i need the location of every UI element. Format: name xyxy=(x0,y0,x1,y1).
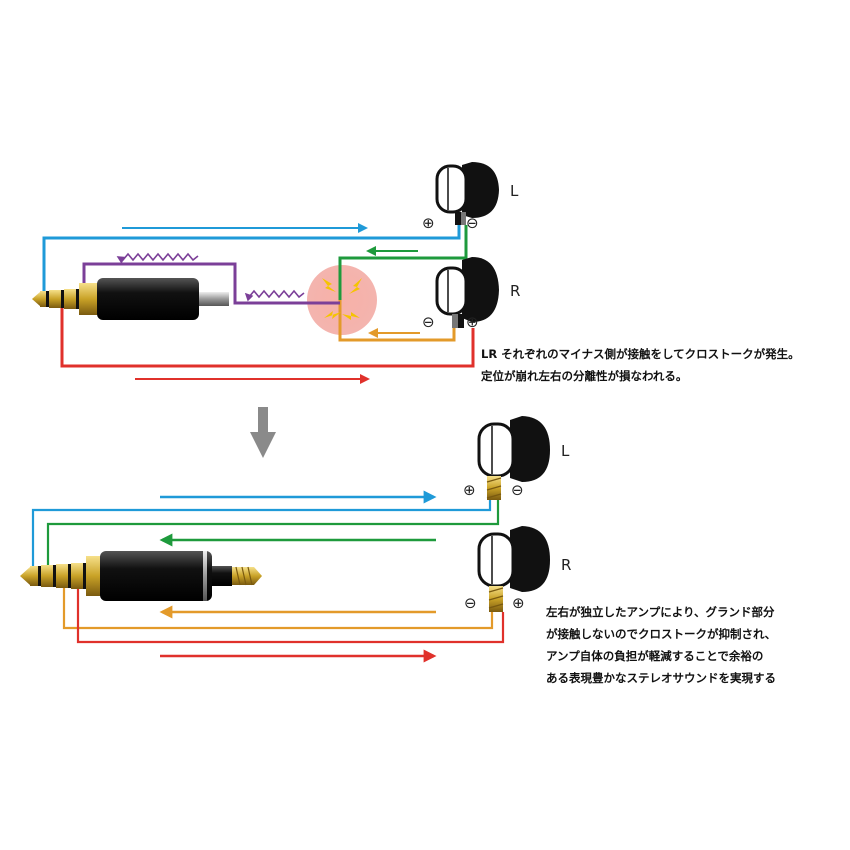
bottom-orange-wire xyxy=(62,586,494,630)
bottom-right-minus-symbol: ⊖ xyxy=(464,594,477,612)
bottom-right-plus-symbol: ⊕ xyxy=(512,594,525,612)
earphone-right-icon xyxy=(435,257,499,328)
crosstalk-glow xyxy=(307,265,377,335)
bottom-blue-wire xyxy=(31,500,492,566)
plug-balanced-icon xyxy=(20,551,262,601)
top-left-plus-symbol: ⊕ xyxy=(422,214,435,232)
top-noise-arrow-lower xyxy=(244,289,305,302)
top-noise-arrow-upper xyxy=(116,252,199,264)
plug-3-5mm-icon xyxy=(32,278,229,320)
top-right-minus-symbol: ⊖ xyxy=(422,313,435,331)
top-diagram: L ⊕ ⊖ R ⊖ ⊕ xyxy=(32,162,520,384)
bottom-caption-line-2: が接触しないのでクロストークが抑制され、 xyxy=(546,627,777,641)
bottom-left-minus-symbol: ⊖ xyxy=(511,481,524,499)
bottom-diagram: L ⊕ ⊖ R ⊖ ⊕ xyxy=(20,416,571,663)
bottom-caption: 左右が独立したアンプにより、グランド部分 が接触しないのでクロストークが抑制され… xyxy=(546,601,776,689)
earphone-left-icon xyxy=(435,162,499,225)
top-caption: LR それぞれのマイナス側が接触をしてクロストークが発生。 定位が崩れ左右の分離… xyxy=(481,343,800,387)
bottom-caption-line-3: アンプ自体の負担が軽減することで余裕の xyxy=(546,649,764,663)
top-left-minus-symbol: ⊖ xyxy=(466,214,479,232)
earphone-left-icon xyxy=(477,416,550,500)
spark-icon xyxy=(322,278,362,320)
top-red-wire xyxy=(60,308,475,368)
top-caption-line-2: 定位が崩れ左右の分離性が損なわれる。 xyxy=(481,369,688,383)
top-purple-wire xyxy=(82,262,340,305)
bottom-left-plus-symbol: ⊕ xyxy=(463,481,476,499)
top-blue-wire xyxy=(42,225,461,300)
earphone-right-icon xyxy=(477,526,550,612)
down-arrow-icon xyxy=(250,407,276,458)
bottom-left-label: L xyxy=(561,442,570,460)
bottom-caption-line-4: ある表現豊かなステレオサウンドを実現する xyxy=(546,671,776,685)
top-right-label: R xyxy=(510,282,520,300)
bottom-caption-line-1: 左右が独立したアンプにより、グランド部分 xyxy=(546,605,775,619)
bottom-red-wire xyxy=(76,586,505,644)
top-left-label: L xyxy=(510,182,519,200)
top-caption-line-1: LR それぞれのマイナス側が接触をしてクロストークが発生。 xyxy=(481,347,800,361)
bottom-right-label: R xyxy=(561,556,571,574)
bottom-green-wire xyxy=(46,500,500,566)
top-right-plus-symbol: ⊕ xyxy=(466,313,479,331)
